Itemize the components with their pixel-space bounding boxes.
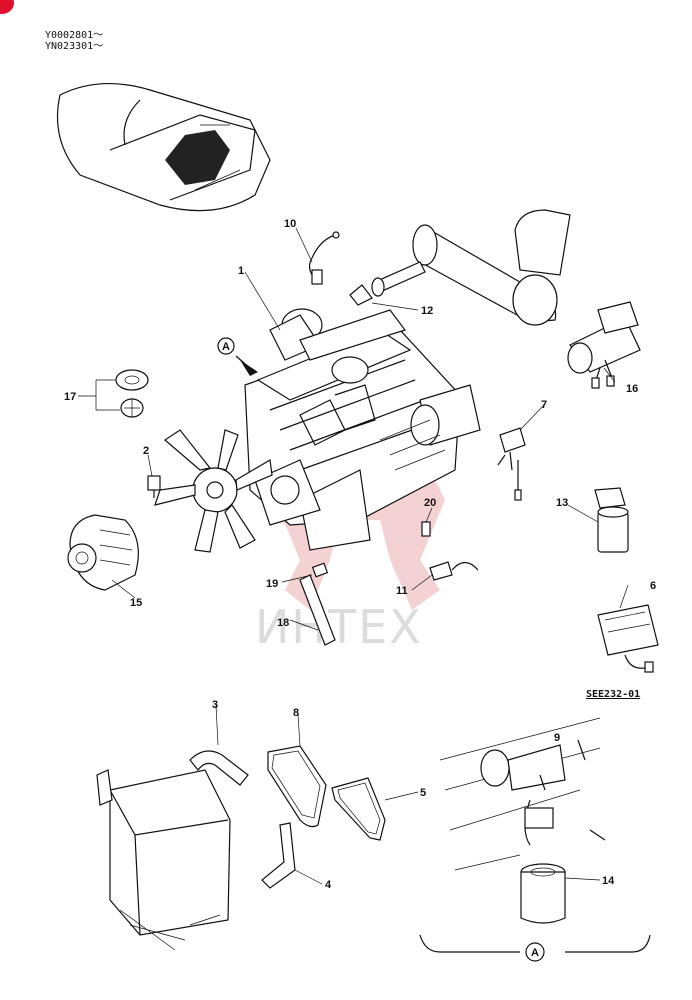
callout-11: 11: [396, 585, 408, 597]
callout-14: 14: [602, 875, 615, 887]
callout-13: 13: [556, 497, 568, 509]
lower-hose-icon: [261, 822, 323, 889]
serial-range-2: YN023301～: [45, 41, 104, 52]
view-arrow-icon: [217, 337, 258, 376]
detail-marker-label: A: [531, 947, 539, 959]
fan-belt-icon: [331, 777, 419, 841]
callout-3: 3: [212, 699, 218, 711]
callout-8: 8: [293, 707, 299, 719]
temperature-sensor-icon: [421, 521, 431, 537]
fuel-pump-icon: [497, 427, 526, 501]
gasket-icon: [349, 284, 373, 306]
reference-code: SEE232-01: [586, 689, 641, 700]
fuel-filter-icon: [594, 487, 629, 553]
callout-17: 17: [64, 391, 76, 403]
callout-12: 12: [421, 305, 433, 317]
callout-6: 6: [650, 580, 656, 592]
corner-mark-icon: [0, 0, 14, 14]
radiator-hose-icon: [189, 704, 249, 786]
callout-4: 4: [325, 879, 332, 891]
machine-overview-icon: [56, 83, 271, 212]
sender-unit-icon: [147, 475, 161, 498]
muffler-icon: [371, 209, 571, 326]
serial-range-1: Y0002801～: [45, 30, 104, 41]
alternator-icon: [67, 514, 139, 591]
v-belt-icon: [267, 713, 327, 828]
callout-2: 2: [143, 445, 149, 457]
callout-16: 16: [626, 383, 638, 395]
controller-unit-icon: [597, 604, 659, 673]
radiator-icon: [96, 769, 231, 951]
watermark-text: ИНТЕХ: [255, 600, 423, 654]
callout-5: 5: [420, 787, 426, 799]
callout-7: 7: [541, 399, 547, 411]
callout-19: 19: [266, 578, 278, 590]
callout-leaders: [78, 227, 629, 631]
starter-motor-icon: [567, 301, 641, 389]
thermostat-icon: [115, 369, 149, 418]
sensor-wire-icon: [308, 231, 340, 285]
callout-1: 1: [238, 265, 244, 277]
callout-15: 15: [130, 597, 142, 609]
detail-view-a-icon: [419, 717, 651, 962]
callout-18: 18: [277, 617, 289, 629]
callout-20: 20: [424, 497, 436, 509]
cooling-fan-icon: [154, 429, 273, 553]
callout-10: 10: [284, 218, 296, 230]
callout-9: 9: [554, 732, 560, 744]
drain-pipe-icon: [299, 562, 336, 646]
speed-sensor-icon: [429, 561, 479, 581]
view-marker-label: A: [222, 341, 230, 353]
engine-assembly-icon: [244, 308, 481, 551]
